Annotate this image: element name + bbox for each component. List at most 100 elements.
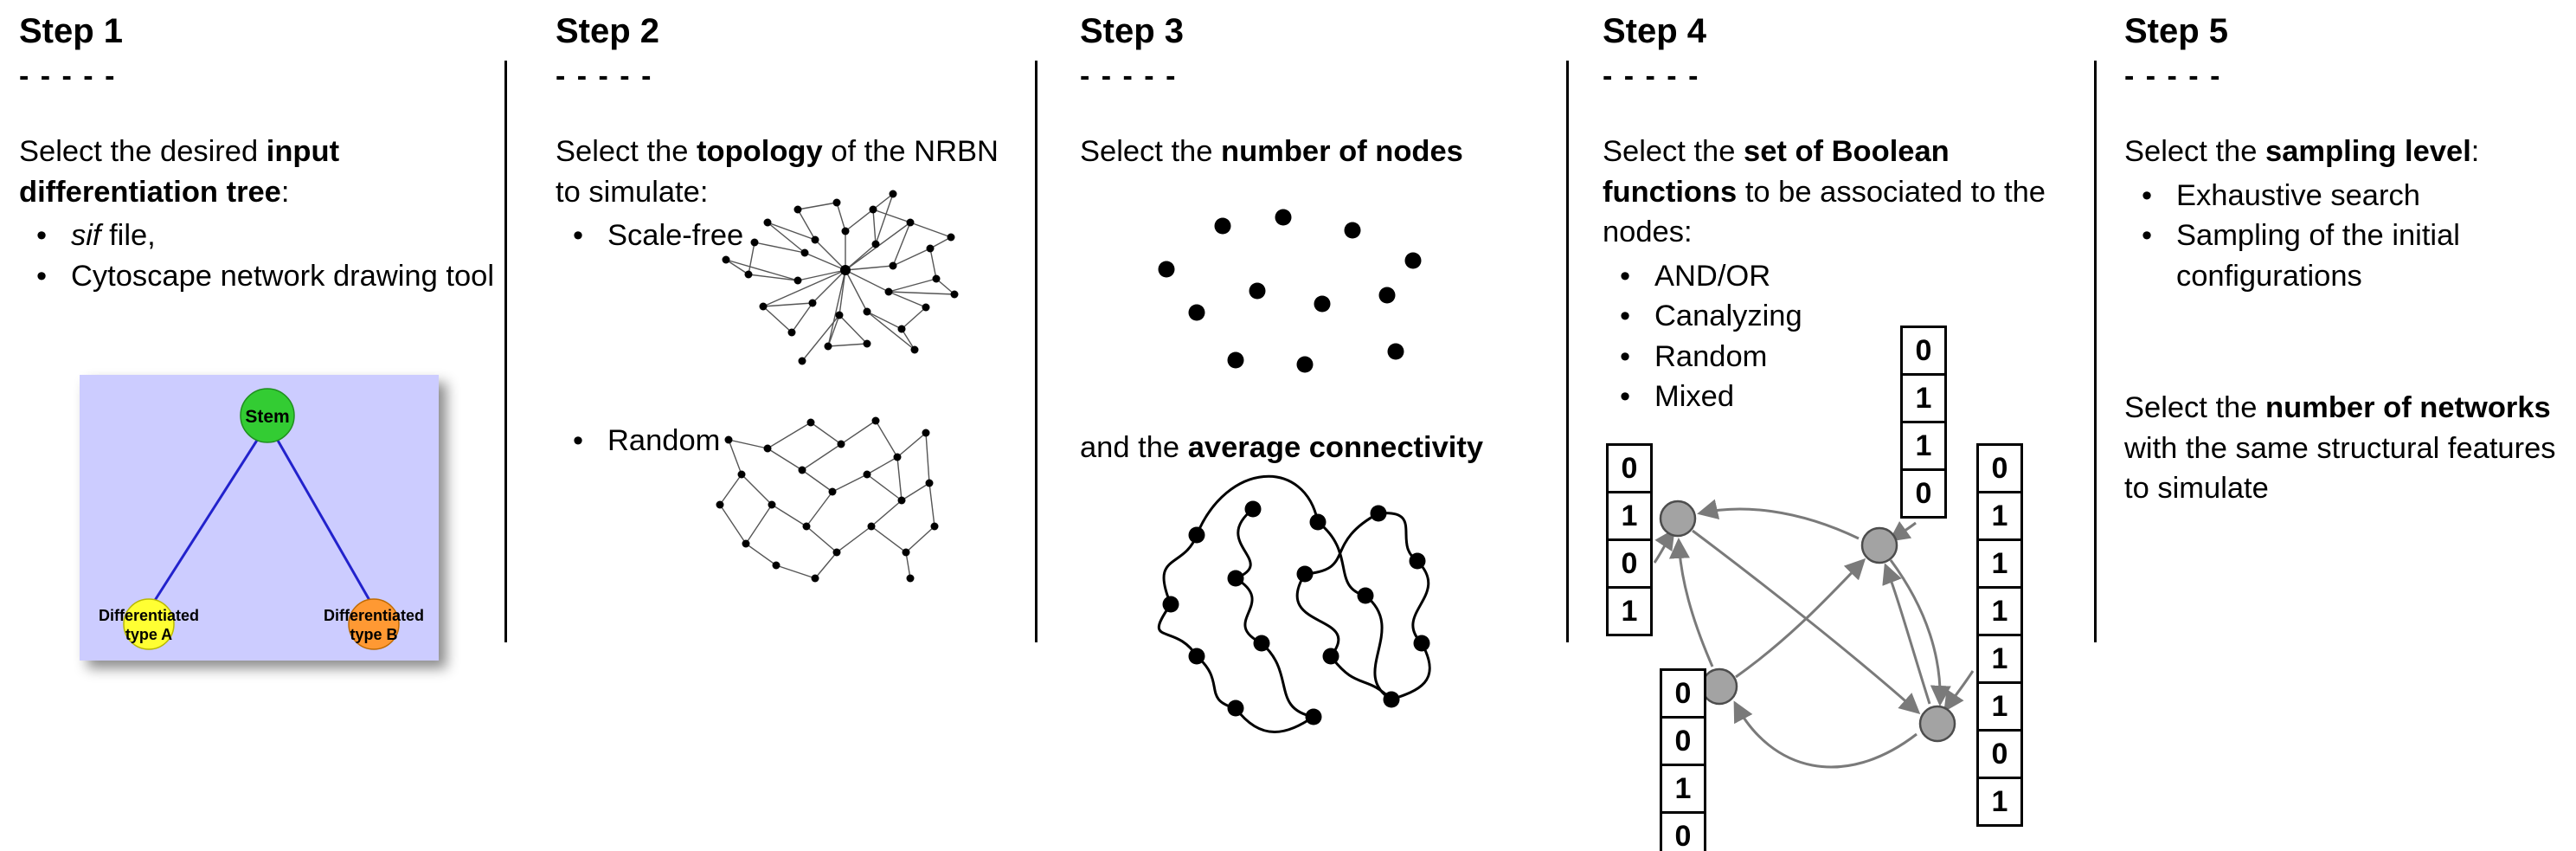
- step-2-title: Step 2: [556, 12, 660, 50]
- step-5-instruction: Select the sampling level:: [2124, 132, 2570, 172]
- tangle-edges: [1157, 474, 1431, 733]
- step-2-dashes: - - - - -: [556, 60, 653, 93]
- table-cell: 1: [1976, 538, 2023, 589]
- step-2-column: Step 2 - - - - - Select the topology of …: [556, 0, 1018, 851]
- scale-free-network-illustration: [722, 190, 959, 365]
- stem-node-label: Stem: [245, 407, 289, 427]
- list-item-text: file,: [100, 219, 156, 253]
- boolean-network-illustration: [1653, 499, 1975, 769]
- step-1-column: Step 1 - - - - - Select the desired inpu…: [19, 0, 495, 851]
- step-4-instruction: Select the set of Boolean functions to b…: [1603, 132, 2052, 253]
- step-5-options-list: Exhaustive search Sampling of the initia…: [2124, 176, 2570, 297]
- step-3-column: Step 3 - - - - - Select the number of no…: [1080, 0, 1556, 851]
- scale-free-edges: [725, 193, 955, 362]
- stem-node: [240, 388, 295, 443]
- instruction-text: Select the: [1603, 135, 1744, 168]
- list-item-exhaustive: Exhaustive search: [2124, 176, 2570, 216]
- list-item-cytoscape: Cytoscape network drawing tool: [19, 256, 495, 297]
- step-1-title: Step 1: [19, 12, 124, 50]
- step-3-title: Step 3: [1080, 12, 1185, 50]
- connectivity-tangle-illustration: [1157, 474, 1431, 733]
- instruction-text: Select the desired: [19, 135, 267, 168]
- boolean-table-right: 0 1 1 1 1 1 0 1: [1976, 443, 2023, 827]
- list-item-text: Random: [607, 423, 721, 457]
- list-item-text: Random: [1654, 339, 1768, 373]
- step-5-networks-instruction: Select the number of networks with the s…: [2124, 388, 2570, 509]
- list-item-text: Cytoscape network drawing tool: [71, 259, 494, 293]
- instruction-bold: topology: [697, 135, 823, 168]
- step-1-options-list: sif file, Cytoscape network drawing tool: [19, 216, 495, 296]
- list-item-text: Sampling of the initial configurations: [2176, 219, 2460, 293]
- table-cell: 1: [1606, 586, 1653, 636]
- list-item-canalyzing: Canalyzing: [1603, 296, 2078, 337]
- table-cell: 0: [1606, 538, 1653, 589]
- step-3-instruction: Select the number of nodes: [1080, 132, 1556, 172]
- random-nodes: [716, 416, 939, 583]
- table-cell: 1: [1976, 777, 2023, 827]
- list-item-scale-free: Scale-free: [556, 216, 1018, 256]
- tangle-nodes: [1162, 500, 1430, 725]
- list-item-sif-file: sif file,: [19, 216, 495, 256]
- instruction-bold: set of Boolean functions: [1603, 135, 1950, 209]
- type-a-label-line2: type A: [125, 626, 172, 643]
- nodes-dots-illustration: [1158, 209, 1422, 373]
- table-cell: 0: [1606, 443, 1653, 493]
- table-cell: 0: [1900, 468, 1947, 519]
- table-cell: 0: [1660, 811, 1706, 851]
- step-3-dashes: - - - - -: [1080, 60, 1178, 93]
- table-cell: 1: [1900, 373, 1947, 423]
- dots: [1158, 209, 1422, 373]
- boolean-table-bottom: 0 0 1 0: [1660, 668, 1706, 851]
- step-1-instruction: Select the desired input differentiation…: [19, 132, 495, 212]
- table-cell: 0: [1976, 443, 2023, 493]
- instruction-text: to be associated to the nodes:: [1603, 175, 2046, 249]
- boolean-table-left: 0 1 0 1: [1606, 443, 1653, 636]
- step-2-instruction: Select the topology of the NRBN to simul…: [556, 132, 1018, 212]
- table-cell: 1: [1976, 681, 2023, 732]
- step-5-column: Step 5 - - - - - Select the sampling lev…: [2124, 0, 2570, 851]
- list-item-text: Mixed: [1654, 380, 1735, 414]
- type-b-label-line2: type B: [350, 626, 397, 643]
- table-cell: 0: [1976, 729, 2023, 779]
- table-cell: 0: [1900, 326, 1947, 376]
- instruction-text: of the NRBN to simulate:: [556, 135, 999, 209]
- random-network-illustration: [716, 416, 939, 583]
- instruction-text: and the: [1080, 431, 1188, 464]
- table-cell: 1: [1606, 491, 1653, 541]
- instruction-bold: number of nodes: [1221, 135, 1463, 168]
- instruction-bold: average connectivity: [1187, 431, 1484, 464]
- differentiation-tree-svg: Stem Differentiated type A Differentiate…: [80, 375, 439, 661]
- table-cell: 1: [1976, 586, 2023, 636]
- instruction-text: Select the: [2124, 391, 2266, 424]
- step-4-column: Step 4 - - - - - Select the set of Boole…: [1603, 0, 2078, 851]
- instruction-bold: number of networks: [2265, 391, 2551, 424]
- boolean-network-arrows: [1653, 499, 1975, 769]
- step-1-dashes: - - - - -: [19, 60, 117, 93]
- table-cell: 1: [1900, 421, 1947, 471]
- instruction-text: Select the: [2124, 135, 2266, 168]
- column-divider: [2094, 61, 2097, 642]
- list-item-text: Scale-free: [607, 219, 744, 253]
- table-cell: 1: [1660, 764, 1706, 814]
- step-4-options-list: AND/OR Canalyzing Random Mixed: [1603, 256, 2078, 417]
- list-item-text: Canalyzing: [1654, 300, 1802, 333]
- instruction-bold: sampling level: [2265, 135, 2471, 168]
- list-item-text: AND/OR: [1654, 259, 1771, 293]
- instruction-text: :: [280, 175, 290, 209]
- sif-italic: sif: [71, 219, 101, 253]
- boolean-network-nodes: [1659, 500, 1956, 743]
- step-2-options-list: Scale-free Random: [556, 216, 1018, 461]
- gene-node: [1860, 526, 1898, 564]
- instruction-text: with the same structural features to sim…: [2124, 431, 2556, 506]
- scale-free-nodes: [722, 190, 959, 365]
- differentiation-tree-figure: Stem Differentiated type A Differentiate…: [80, 375, 439, 661]
- type-b-label-line1: Differentiated: [324, 607, 424, 624]
- step-4-title: Step 4: [1603, 12, 1707, 50]
- column-divider: [1035, 61, 1037, 642]
- table-cell: 0: [1660, 716, 1706, 766]
- list-item-random: Random: [556, 421, 1018, 461]
- tree-edge-right: [275, 438, 372, 603]
- list-item-sampling: Sampling of the initial configurations: [2124, 216, 2570, 296]
- random-edges: [719, 420, 935, 579]
